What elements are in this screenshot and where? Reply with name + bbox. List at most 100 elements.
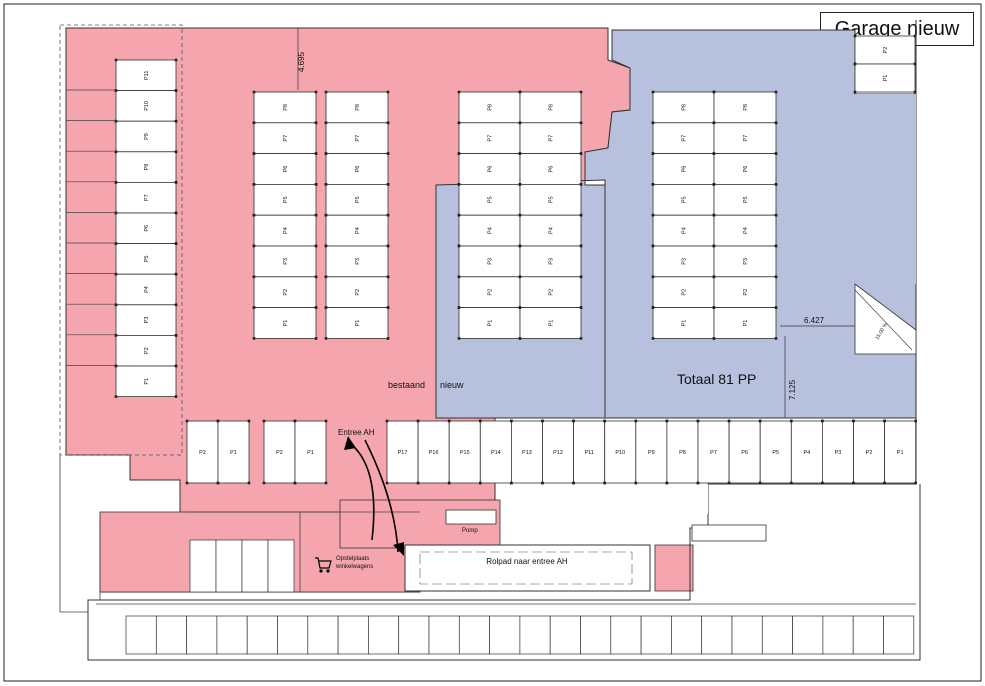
spot-label: P8: [144, 164, 150, 171]
spot-corner-marker: [293, 481, 297, 485]
spot-corner-marker: [914, 481, 917, 485]
spot-corner-marker: [712, 121, 716, 125]
spot-corner-marker: [774, 306, 778, 309]
spot-label: P3: [549, 258, 555, 265]
parking-spot-bottom: P1: [883, 419, 917, 485]
spot-corner-marker: [447, 481, 451, 485]
spot-corner-marker: [541, 481, 544, 485]
spot-corner-marker: [479, 481, 482, 485]
spot-label: P8: [679, 450, 686, 456]
spot-corner-marker: [852, 481, 855, 485]
storage-stall: [398, 615, 430, 655]
spot-label: P11: [144, 71, 150, 80]
parking-spot-left: P11: [114, 58, 178, 92]
parking-spot-island: P7: [518, 121, 583, 155]
spot-label: P10: [615, 450, 625, 456]
spot-corner-marker: [518, 152, 522, 155]
spot-corner-marker: [314, 183, 318, 186]
spot-corner-marker: [457, 183, 461, 186]
spot-corner-marker: [510, 481, 513, 485]
spot-label: P6: [488, 166, 494, 173]
spot-corner-marker: [114, 211, 118, 215]
spot-corner-marker: [712, 183, 716, 186]
parking-spot-island: P2: [324, 275, 390, 309]
spot-corner-marker: [386, 306, 390, 309]
storage-stall: [337, 615, 369, 655]
spot-label: P7: [488, 135, 494, 142]
storage-stall: [580, 615, 612, 655]
spot-corner-marker: [913, 34, 917, 38]
storage-stall: [610, 615, 642, 655]
parking-spot-island: P6: [712, 152, 778, 186]
parking-spot-island: P8: [651, 90, 716, 125]
spot-corner-marker: [447, 419, 451, 423]
spot-corner-marker: [603, 481, 606, 485]
spot-label: P4: [682, 227, 688, 234]
spot-corner-marker: [185, 419, 189, 423]
spot-corner-marker: [174, 211, 178, 215]
spot-label: P5: [488, 196, 494, 203]
spot-corner-marker: [790, 419, 793, 423]
spot-label: P5: [743, 196, 749, 203]
spot-corner-marker: [457, 337, 461, 340]
spot-corner-marker: [324, 275, 328, 279]
spot-label: P3: [835, 450, 842, 456]
parking-spot-island: P6: [518, 152, 583, 186]
ramp-line: [854, 289, 913, 351]
spot-corner-marker: [774, 337, 778, 340]
parking-spot-bottom: P1: [293, 419, 328, 485]
sheet-frame: [3, 3, 982, 682]
parking-spot-island: P6: [651, 152, 716, 186]
spot-corner-marker: [114, 89, 118, 92]
spot-corner-marker: [216, 419, 220, 423]
spot-label: P8: [743, 104, 749, 111]
spot-label: P7: [682, 135, 688, 142]
storage-stall: [519, 615, 551, 655]
shopping-cart-icon: [315, 557, 332, 573]
spot-label: P10: [144, 101, 150, 111]
pump-label: Pomp: [462, 528, 478, 534]
spot-corner-marker: [579, 275, 583, 279]
dim-right-h-label: 6.427: [804, 316, 825, 325]
spot-corner-marker: [324, 244, 328, 248]
spot-corner-marker: [712, 152, 716, 155]
spot-corner-marker: [665, 481, 669, 485]
spot-corner-marker: [712, 244, 716, 248]
spot-corner-marker: [252, 275, 256, 279]
parking-spot-left: P2: [114, 334, 178, 368]
spot-corner-marker: [114, 364, 118, 368]
parking-spot-island: P1: [324, 306, 390, 340]
spot-corner-marker: [385, 419, 389, 423]
spot-label: P1: [682, 320, 688, 327]
parking-spot-island: P3: [712, 244, 778, 279]
parking-spot-island: P1: [457, 306, 522, 340]
spot-corner-marker: [853, 90, 857, 94]
spot-corner-marker: [457, 90, 461, 94]
spot-corner-marker: [634, 481, 638, 485]
parking-spot-bottom: P13: [510, 419, 544, 485]
spot-corner-marker: [252, 90, 256, 94]
spot-corner-marker: [114, 119, 118, 123]
spot-corner-marker: [386, 244, 390, 248]
spot-corner-marker: [457, 152, 461, 155]
zone-existing-label: bestaand: [388, 380, 425, 390]
parking-spot-island: P1: [252, 306, 318, 340]
spot-corner-marker: [579, 152, 583, 155]
spot-corner-marker: [579, 213, 583, 217]
spot-corner-marker: [324, 337, 328, 340]
parking-spot-island: P7: [252, 121, 318, 155]
parking-spot-left: P9: [114, 119, 178, 154]
spot-corner-marker: [883, 419, 886, 423]
spot-corner-marker: [174, 303, 178, 307]
parking-spot-island: P6: [457, 152, 522, 186]
parking-spot-island: P8: [252, 90, 318, 125]
spot-label: P3: [355, 258, 361, 265]
spot-corner-marker: [174, 89, 178, 92]
storage-stall: [640, 615, 672, 655]
spot-corner-marker: [314, 244, 318, 248]
elevator-box: [691, 524, 767, 542]
spot-label: P1: [144, 378, 150, 385]
parking-spot-island: P7: [651, 121, 716, 155]
spot-corner-marker: [518, 121, 522, 125]
spot-label: P6: [741, 450, 748, 456]
